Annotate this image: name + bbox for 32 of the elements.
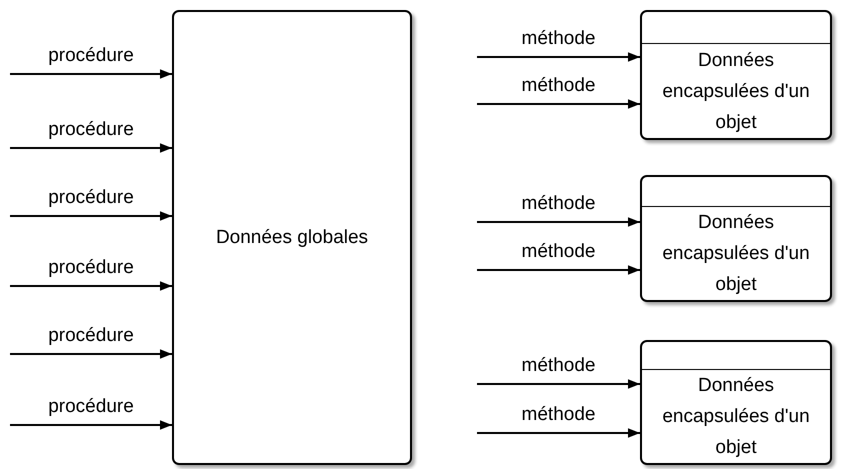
edge-label: méthode (522, 240, 596, 264)
arrow (477, 428, 640, 438)
edge-label: procédure (48, 324, 134, 348)
edge-label: procédure (48, 186, 134, 210)
arrow (10, 143, 172, 153)
arrow (477, 52, 640, 62)
node-text: Données encapsulées d'un objet (661, 48, 811, 134)
arrow (10, 69, 172, 79)
data-box (172, 10, 412, 465)
object-box (640, 10, 832, 140)
edge-label: procédure (48, 44, 134, 68)
node-text: Données encapsulées d'un objet (661, 374, 811, 460)
arrow (477, 265, 640, 275)
edge-label: procédure (48, 256, 134, 280)
node-text: Données encapsulées d'un objet (661, 211, 811, 297)
arrow (10, 211, 172, 221)
object-box (640, 340, 832, 465)
object-box (640, 175, 832, 302)
edge-label: méthode (522, 354, 596, 378)
edge-label: méthode (522, 192, 596, 216)
arrow (477, 217, 640, 227)
edge-label: procédure (48, 395, 134, 419)
arrow (477, 379, 640, 389)
arrow (477, 99, 640, 109)
arrow (10, 349, 172, 359)
edge-label: méthode (522, 74, 596, 98)
arrow (10, 420, 172, 430)
edge-label: méthode (522, 403, 596, 427)
edge-label: méthode (522, 27, 596, 51)
node-text: Données globales (216, 226, 368, 250)
arrow (10, 281, 172, 291)
edge-label: procédure (48, 118, 134, 142)
